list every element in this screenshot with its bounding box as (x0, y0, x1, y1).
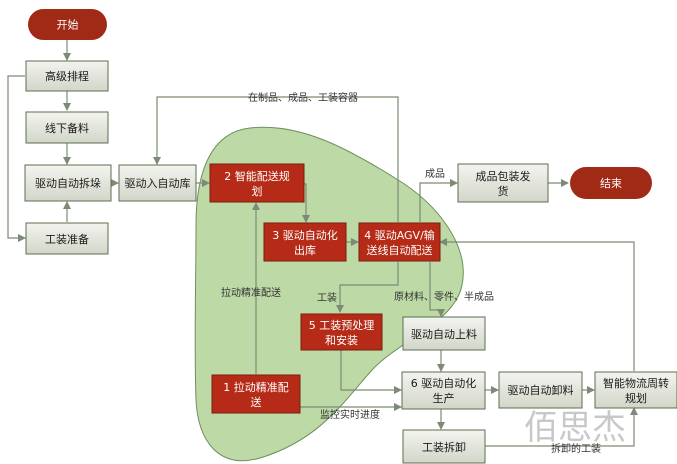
node-smart-turnover-plan: 智能物流周转 规划 (594, 371, 677, 409)
connectors (7, 40, 638, 447)
node-auto-loading: 驱动自动上料 (402, 316, 486, 351)
node-auto-unstack: 驱动自动拆垛 (24, 164, 112, 202)
node-finished-packing: 成品包装发 货 (457, 163, 549, 203)
svg-text:规划: 规划 (625, 391, 647, 405)
svg-text:5 工装预处理: 5 工装预处理 (309, 319, 375, 332)
svg-text:工装准备: 工装准备 (45, 232, 89, 246)
node-auto-outbound: 3 驱动自动化 出库 (263, 222, 347, 262)
svg-text:货: 货 (498, 184, 509, 198)
svg-text:智能物流周转: 智能物流周转 (603, 376, 669, 390)
start-label: 开始 (57, 18, 79, 32)
end-terminal: 结束 (570, 167, 652, 199)
node-agv-delivery: 4 驱动AGV/输 送线自动配送 (358, 222, 441, 262)
node-offline-kitting: 线下备料 (25, 111, 109, 144)
svg-text:驱动自动卸料: 驱动自动卸料 (508, 383, 574, 397)
label-monitor-progress: 监控实时进度 (320, 408, 380, 421)
end-label: 结束 (600, 177, 622, 190)
svg-text:1 拉动精准配: 1 拉动精准配 (223, 380, 289, 394)
node-smart-delivery-plan: 2 智能配送规 划 (209, 163, 305, 203)
svg-text:生产: 生产 (433, 391, 455, 405)
svg-text:4 驱动AGV/输: 4 驱动AGV/输 (364, 228, 435, 242)
node-auto-unloading: 驱动自动卸料 (498, 371, 583, 409)
svg-text:和安装: 和安装 (325, 333, 358, 347)
label-pull-delivery: 拉动精准配送 (221, 286, 281, 299)
label-wip-containers: 在制品、成品、工装容器 (248, 91, 358, 104)
node-tooling-disassembly: 工装拆卸 (402, 429, 486, 464)
node-advanced-scheduling: 高级排程 (25, 60, 109, 92)
label-finished-product: 成品 (425, 168, 445, 180)
svg-text:3 驱动自动化: 3 驱动自动化 (272, 228, 338, 242)
node-auto-warehouse-in: 驱动入自动库 (118, 164, 197, 202)
label-materials: 原材料、零件、半成品 (394, 290, 494, 303)
svg-text:线下备料: 线下备料 (45, 121, 89, 135)
node-pull-delivery: 1 拉动精准配 送 (211, 374, 301, 414)
node-auto-production: 6 驱动自动化 生产 (401, 371, 486, 410)
watermark: 佰思杰 (524, 408, 626, 448)
svg-text:送线自动配送: 送线自动配送 (367, 243, 433, 257)
svg-text:送: 送 (251, 395, 262, 409)
svg-text:2 智能配送规: 2 智能配送规 (224, 169, 290, 183)
svg-text:驱动入自动库: 驱动入自动库 (125, 177, 191, 190)
svg-text:划: 划 (252, 185, 263, 198)
svg-text:驱动自动拆垛: 驱动自动拆垛 (35, 176, 101, 190)
label-dismantled-tooling: 拆卸的工装 (551, 442, 601, 455)
svg-text:高级排程: 高级排程 (45, 69, 89, 83)
node-tooling-prep: 工装准备 (25, 222, 109, 255)
node-tooling-preprocess: 5 工装预处理 和安装 (300, 313, 383, 351)
svg-text:驱动自动上料: 驱动自动上料 (411, 327, 477, 341)
svg-text:成品包装发: 成品包装发 (476, 169, 531, 183)
svg-text:6 驱动自动化: 6 驱动自动化 (411, 376, 477, 390)
label-tooling: 工装 (317, 291, 337, 304)
svg-text:出库: 出库 (294, 243, 316, 257)
svg-text:工装拆卸: 工装拆卸 (422, 440, 466, 454)
start-terminal: 开始 (28, 9, 107, 40)
